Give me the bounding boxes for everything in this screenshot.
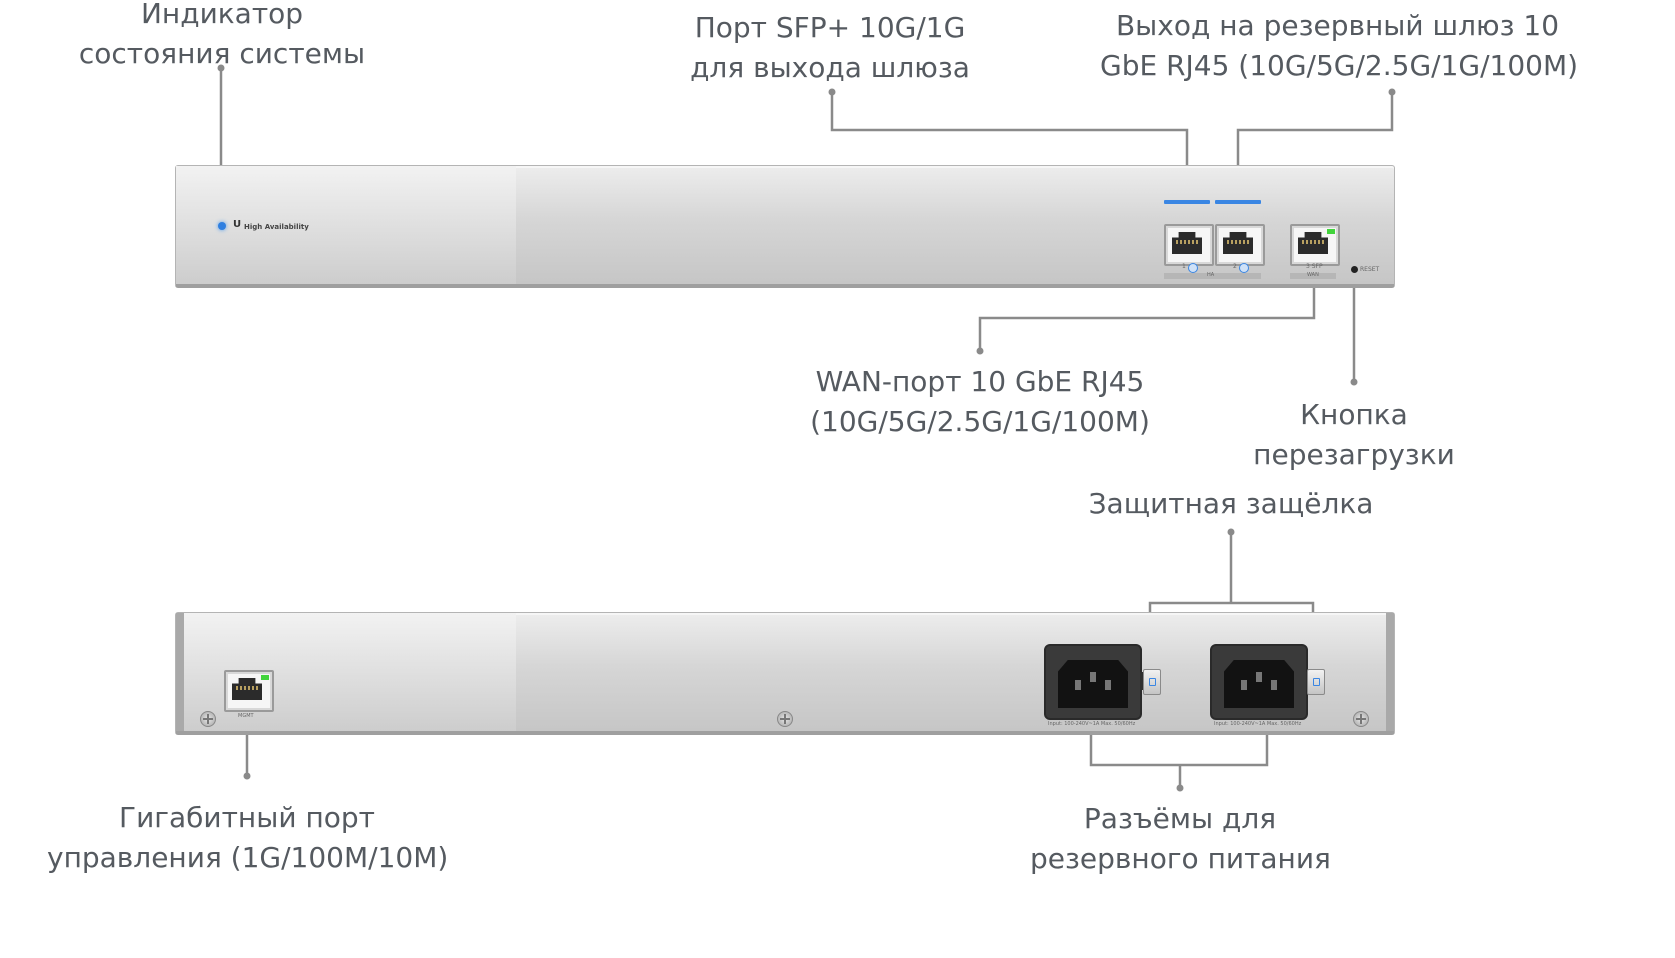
port-number-2-icon (1239, 263, 1249, 273)
screw-icon (1353, 711, 1369, 727)
ubiquiti-logo-icon: U (233, 219, 242, 230)
label-sfp-port: Порт SFP+ 10G/1G для выхода шлюза (690, 11, 970, 84)
power-pin-icon (1105, 680, 1111, 690)
port-number-2: 2 (1233, 263, 1237, 270)
group-bar-wan (1290, 273, 1336, 279)
label-latch: Защитная защёлка (1088, 487, 1374, 520)
port-led-icon (1327, 229, 1335, 234)
rj45-jack-icon (1223, 232, 1253, 254)
psu-label-2: Input: 100-240V~1A Max. 50/60Hz (1214, 721, 1302, 727)
power-pin-icon (1090, 672, 1096, 682)
reset-button[interactable] (1351, 266, 1358, 273)
port-number-1: 1 (1182, 263, 1186, 270)
label-psu: Разъёмы для резервного питания (1030, 802, 1331, 875)
rj45-jack-icon (1172, 232, 1202, 254)
group-label-ha: HA (1207, 272, 1215, 278)
port-number-3: 3 SFP (1306, 263, 1323, 270)
power-pin-icon (1256, 672, 1262, 682)
logo-text: High Availability (244, 223, 309, 231)
device-rear-panel: MGMT Input: 100-240V~1A Max. 50/60Hz Inp… (175, 612, 1395, 735)
rj45-port-1[interactable] (1164, 224, 1214, 266)
leader-dot (243, 772, 251, 780)
mgmt-port[interactable] (224, 670, 274, 712)
power-socket-icon (1058, 660, 1128, 708)
leader-dot (1350, 378, 1358, 386)
group-bar-ha (1164, 273, 1261, 279)
leader-dot (1176, 784, 1184, 792)
mgmt-label: MGMT (238, 713, 254, 719)
screw-icon (777, 711, 793, 727)
leader-dot (1388, 88, 1396, 96)
reset-label: RESET (1360, 266, 1380, 273)
port-led-icon (261, 675, 269, 680)
panel-rim-left (176, 613, 184, 731)
rj45-port-3[interactable] (1290, 224, 1340, 266)
link-led-strip-2 (1215, 200, 1261, 204)
leader-psu (1089, 735, 1269, 788)
port-number-1-icon (1188, 263, 1198, 273)
label-status-indicator: Индикатор состояния системы (78, 0, 366, 70)
panel-front-highlight (176, 166, 516, 284)
power-socket-2[interactable] (1210, 644, 1316, 720)
link-led-strip-1 (1164, 200, 1210, 204)
group-label-wan: WAN (1307, 272, 1319, 278)
panel-rim-right (1386, 613, 1394, 731)
rj45-port-2[interactable] (1215, 224, 1265, 266)
rj45-jack-icon (232, 678, 262, 700)
leader-wan-port (978, 288, 1316, 351)
leader-dot (217, 64, 225, 72)
power-pin-icon (1241, 680, 1247, 690)
power-pin-icon (1075, 680, 1081, 690)
power-pin-icon (1271, 680, 1277, 690)
leader-dot (1227, 528, 1235, 536)
label-wan-port: WAN-порт 10 GbE RJ45 (10G/5G/2.5G/1G/100… (810, 365, 1150, 438)
leader-dot (976, 347, 984, 355)
screw-icon (200, 711, 216, 727)
label-backup-port: Выход на резервный шлюз 10 GbE RJ45 (10G… (1100, 9, 1579, 82)
power-socket-icon (1224, 660, 1294, 708)
safety-latch-1[interactable] (1143, 669, 1161, 695)
power-socket-1[interactable] (1044, 644, 1150, 720)
safety-latch-2[interactable] (1307, 669, 1325, 695)
label-mgmt-port: Гигабитный порт управления (1G/100M/10M) (47, 801, 449, 874)
device-front-panel: U High Availability 1 2 3 SFP HA WAN RES… (175, 165, 1395, 288)
leader-backup-port (1236, 92, 1394, 165)
status-led-icon (218, 222, 226, 230)
label-reset-button: Кнопка перезагрузки (1253, 398, 1455, 471)
leader-sfp-port (830, 92, 1189, 165)
leader-dot (828, 88, 836, 96)
rj45-jack-icon (1298, 232, 1328, 254)
psu-label-1: Input: 100-240V~1A Max. 50/60Hz (1048, 721, 1136, 727)
